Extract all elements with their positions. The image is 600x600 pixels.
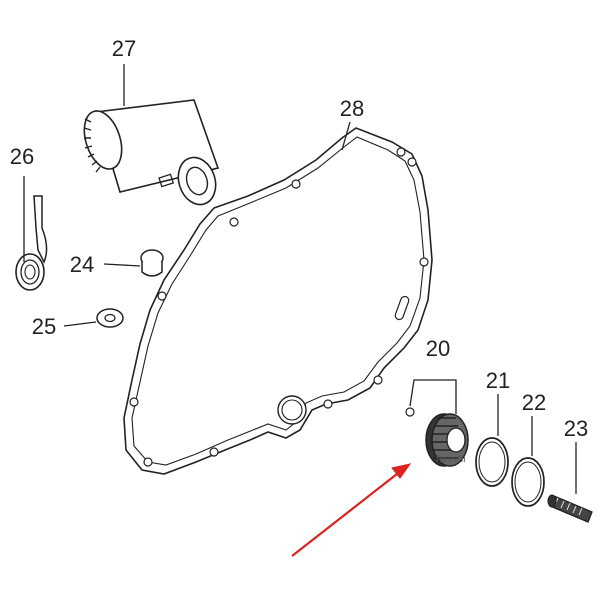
part-24-plug: [140, 249, 164, 277]
part-23-bolt: [547, 494, 593, 523]
part-20-gear: [405, 407, 469, 467]
part-21-ring: [475, 437, 509, 487]
part-25-washer: [96, 308, 124, 328]
callout-22: 22: [522, 390, 546, 415]
watermark-text: hirochi: [436, 454, 465, 465]
callout-21: 21: [486, 368, 510, 393]
leader-24: [103, 263, 141, 267]
leader-28: [341, 121, 351, 151]
callout-27: 27: [112, 36, 136, 61]
part-22-ring: [511, 457, 545, 507]
part-27-sleeve: [83, 99, 220, 206]
callout-24: 24: [70, 252, 94, 277]
callout-28: 28: [340, 96, 364, 121]
part-26-spring: [15, 195, 48, 291]
callout-20: 20: [426, 336, 450, 361]
part-28-gasket: [123, 127, 433, 475]
callout-25: 25: [32, 314, 56, 339]
leader-20: [409, 379, 457, 414]
leader-25: [63, 321, 97, 327]
pointer-arrow: [291, 463, 412, 557]
callout-23: 23: [564, 416, 588, 441]
callout-26: 26: [10, 144, 34, 169]
